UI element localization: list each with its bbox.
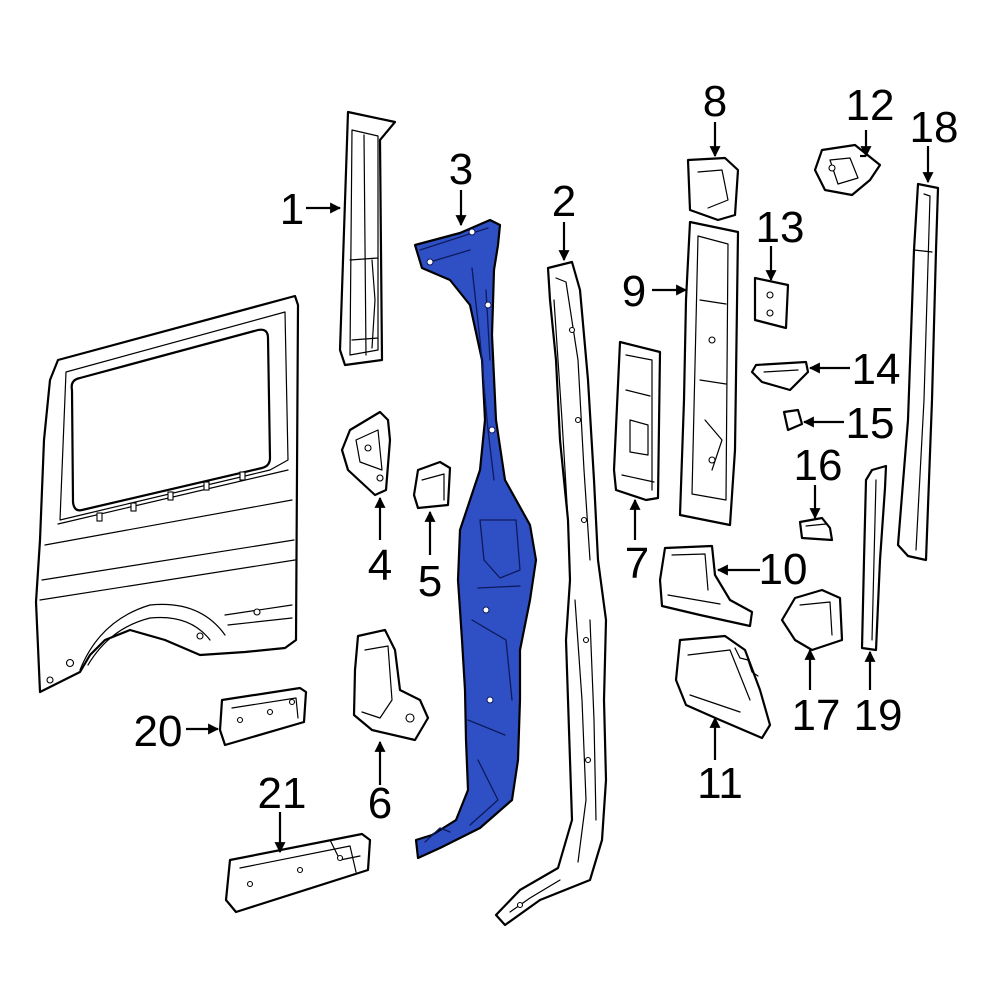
part-17-bracket <box>780 588 844 652</box>
part-1-upper-pillar <box>338 110 397 367</box>
part-19-strip <box>860 464 888 652</box>
part-11-bracket <box>674 634 772 740</box>
part-18-rail <box>896 182 940 562</box>
part-21-panel <box>224 832 372 914</box>
callout-21: 21 <box>258 769 307 818</box>
part-13-plate <box>753 276 790 330</box>
callout-14: 14 <box>852 345 901 394</box>
part-12-bracket <box>813 143 882 197</box>
callout-4: 4 <box>368 541 392 590</box>
callout-10: 10 <box>759 545 808 594</box>
part-7-panel <box>612 340 662 502</box>
callout-11: 11 <box>697 759 743 808</box>
callout-2: 2 <box>552 177 576 226</box>
callout-13: 13 <box>756 203 805 252</box>
callout-9: 9 <box>622 267 646 316</box>
part-15-clip <box>782 408 804 432</box>
callout-7: 7 <box>625 539 649 588</box>
callout-19: 19 <box>854 691 903 740</box>
part-4-bracket <box>340 410 392 497</box>
part-16-bracket <box>798 516 834 542</box>
callout-6: 6 <box>368 779 392 828</box>
leader-lines <box>186 122 934 854</box>
part-5-bracket <box>412 460 452 510</box>
part-6-bracket <box>352 628 430 742</box>
callout-3: 3 <box>449 145 473 194</box>
part-3-b-pillar <box>413 218 538 860</box>
callout-12: 12 <box>846 81 895 130</box>
callout-18: 18 <box>910 103 959 152</box>
callout-5: 5 <box>418 557 442 606</box>
part-9-reinforcement <box>678 220 740 527</box>
part-10-bracket <box>658 544 754 628</box>
part-14-bracket <box>750 360 810 392</box>
side-body-panel <box>34 294 300 694</box>
callout-8: 8 <box>703 77 727 126</box>
callout-16: 16 <box>794 441 843 490</box>
part-2-inner-pillar <box>494 260 608 927</box>
part-8-cap <box>686 156 740 222</box>
callout-labels: 1 2 3 4 5 6 7 8 9 10 11 12 13 14 15 16 1… <box>134 77 959 828</box>
callout-15: 15 <box>846 399 895 448</box>
callout-1: 1 <box>280 185 304 234</box>
callout-17: 17 <box>792 691 841 740</box>
part-20-panel <box>218 686 308 747</box>
callout-20: 20 <box>134 707 183 756</box>
